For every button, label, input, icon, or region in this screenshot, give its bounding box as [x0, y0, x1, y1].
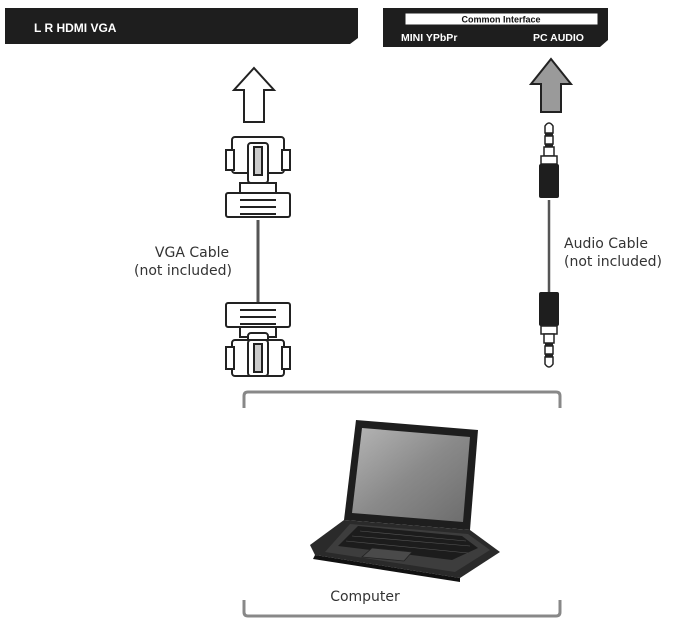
common-interface-slot [404, 12, 599, 26]
left-panel-label: L R HDMI VGA [34, 21, 117, 35]
audio-cable-note: (not included) [564, 254, 662, 270]
common-interface-label: Common Interface [461, 15, 540, 25]
audio-plug-top-icon [539, 122, 559, 198]
pc-audio-label: PC AUDIO [533, 32, 584, 44]
laptop-icon [310, 420, 500, 582]
bracket-top [242, 390, 562, 408]
audio-cable-label: Audio Cable [564, 236, 648, 252]
vga-connector-bottom-icon [225, 302, 291, 377]
arrow-up-icon [528, 57, 574, 113]
arrow-up-icon [231, 66, 277, 123]
tv-panel-right: Common Interface MINI YPbPr PC AUDIO [383, 8, 608, 47]
vga-cable-note: (not included) [134, 263, 232, 279]
tv-panel-left: L R HDMI VGA [5, 8, 358, 44]
bracket-bottom [242, 600, 562, 618]
vga-connector-top-icon [225, 136, 291, 218]
computer-label: Computer [330, 589, 400, 605]
vga-cable-label: VGA Cable [155, 245, 229, 261]
mini-ypbpr-label: MINI YPbPr [401, 32, 457, 44]
audio-plug-bottom-icon [539, 292, 559, 368]
